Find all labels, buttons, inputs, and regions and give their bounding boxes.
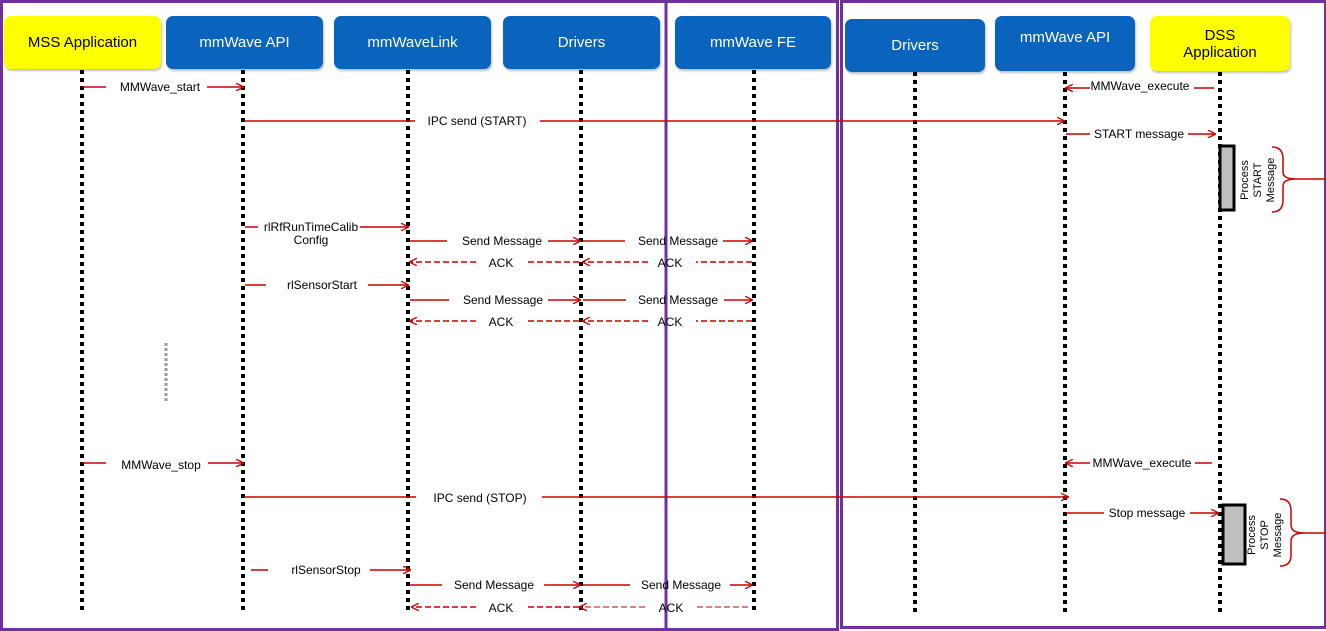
- process-stop-line3: Message: [1272, 513, 1284, 558]
- msg-mmwave-stop: MMWave_stop: [83, 458, 243, 472]
- header-mmwavelink: mmWaveLink: [334, 16, 491, 69]
- msg-mmwave-execute-2: MMWave_execute: [1066, 456, 1212, 470]
- header-mss-application: MSS Application: [4, 16, 161, 69]
- label-sensor-stop: rlSensorStop: [291, 563, 361, 577]
- label-ack-2b: ACK: [658, 315, 683, 329]
- label-rf-calib-line2: Config: [294, 233, 329, 247]
- label-mmwave-start: MMWave_start: [120, 80, 201, 94]
- header-dss-application-line2: Application: [1183, 43, 1257, 61]
- msg-ack-2b: ACK: [583, 315, 752, 329]
- msg-sensor-stop: rlSensorStop: [251, 563, 410, 577]
- label-send-3a: Send Message: [454, 578, 534, 592]
- label-send-3b: Send Message: [641, 578, 721, 592]
- label-ack-3b: ACK: [659, 601, 684, 615]
- label-mmwave-stop: MMWave_stop: [121, 458, 201, 472]
- msg-mmwave-execute-1: MMWave_execute: [1066, 79, 1214, 93]
- header-mss-drivers: Drivers: [503, 16, 660, 69]
- label-send-2a: Send Message: [463, 293, 543, 307]
- label-ack-1a: ACK: [489, 256, 514, 270]
- header-dss-drivers-label: Drivers: [891, 37, 939, 54]
- label-sensor-start: rlSensorStart: [287, 278, 358, 292]
- label-ack-2a: ACK: [489, 315, 514, 329]
- header-mmwave-fe-label: mmWave FE: [709, 34, 797, 51]
- msg-sensor-start: rlSensorStart: [245, 278, 408, 292]
- process-start-line3: Message: [1265, 158, 1277, 203]
- msg-stop-message: Stop message: [1066, 506, 1218, 520]
- msg-ack-2a: ACK: [410, 315, 579, 329]
- header-mss-application-label: MSS Application: [27, 34, 138, 51]
- process-stop-line1: Process: [1246, 515, 1258, 555]
- header-dss-application-line1: DSS: [1204, 26, 1236, 44]
- header-mss-mmwave-api-label: mmWave API: [199, 34, 290, 51]
- msg-ipc-send-start: IPC send (START): [244, 114, 1064, 128]
- label-send-2b: Send Message: [638, 293, 718, 307]
- msg-send-3b: Send Message: [583, 578, 752, 592]
- msg-send-3a: Send Message: [410, 578, 580, 592]
- label-ack-1b: ACK: [658, 256, 683, 270]
- header-mmwave-fe: mmWave FE: [675, 16, 831, 69]
- msg-send-1a: Send Message: [410, 234, 580, 248]
- header-dss-mmwave-api-label: mmWave API: [1019, 29, 1111, 46]
- msg-ack-3b: ACK: [580, 601, 748, 615]
- process-start-activation: [1218, 144, 1236, 212]
- label-send-1a: Send Message: [462, 234, 542, 248]
- msg-mmwave-start: MMWave_start: [83, 80, 243, 94]
- label-mmwave-execute-2: MMWave_execute: [1093, 456, 1192, 470]
- label-mmwave-execute-1: MMWave_execute: [1091, 79, 1190, 93]
- process-stop-brace: [1279, 498, 1326, 567]
- msg-ack-1b: ACK: [583, 256, 752, 270]
- label-stop-message: Stop message: [1109, 506, 1186, 520]
- header-mss-drivers-label: Drivers: [557, 34, 606, 51]
- header-dss-mmwave-api: mmWave API: [995, 16, 1135, 71]
- header-mmwavelink-label: mmWaveLink: [367, 34, 458, 51]
- process-stop-line2: STOP: [1259, 520, 1271, 550]
- process-start-line1: Process: [1239, 160, 1251, 200]
- msg-start-message: START message: [1066, 127, 1215, 141]
- label-rf-calib-line1: rlRfRunTimeCalib: [264, 220, 359, 234]
- msg-send-2b: Send Message: [583, 293, 752, 307]
- process-start-label: Process START Message: [1239, 158, 1277, 203]
- process-start-brace: [1271, 146, 1326, 213]
- process-stop-label: Process STOP Message: [1246, 513, 1284, 558]
- msg-rf-calib-config: rlRfRunTimeCalib Config: [245, 220, 408, 247]
- lifelines: [80, 70, 1222, 614]
- msg-ack-3a: ACK: [412, 601, 579, 615]
- process-start-line2: START: [1252, 162, 1264, 197]
- process-stop-activation: [1221, 503, 1247, 566]
- msg-send-1b: Send Message: [583, 234, 752, 248]
- label-send-1b: Send Message: [638, 234, 718, 248]
- header-dss-drivers: Drivers: [845, 19, 985, 72]
- header-mss-mmwave-api: mmWave API: [166, 16, 323, 69]
- label-ipc-stop: IPC send (STOP): [433, 491, 526, 505]
- label-start-message: START message: [1094, 127, 1184, 141]
- header-dss-application: DSS Application: [1150, 16, 1290, 71]
- label-ack-3a: ACK: [489, 601, 514, 615]
- msg-ipc-send-stop: IPC send (STOP): [244, 491, 1068, 505]
- label-ipc-start: IPC send (START): [428, 114, 527, 128]
- mss-frame: [0, 0, 839, 631]
- msg-ack-1a: ACK: [410, 256, 579, 270]
- msg-send-2a: Send Message: [410, 293, 580, 307]
